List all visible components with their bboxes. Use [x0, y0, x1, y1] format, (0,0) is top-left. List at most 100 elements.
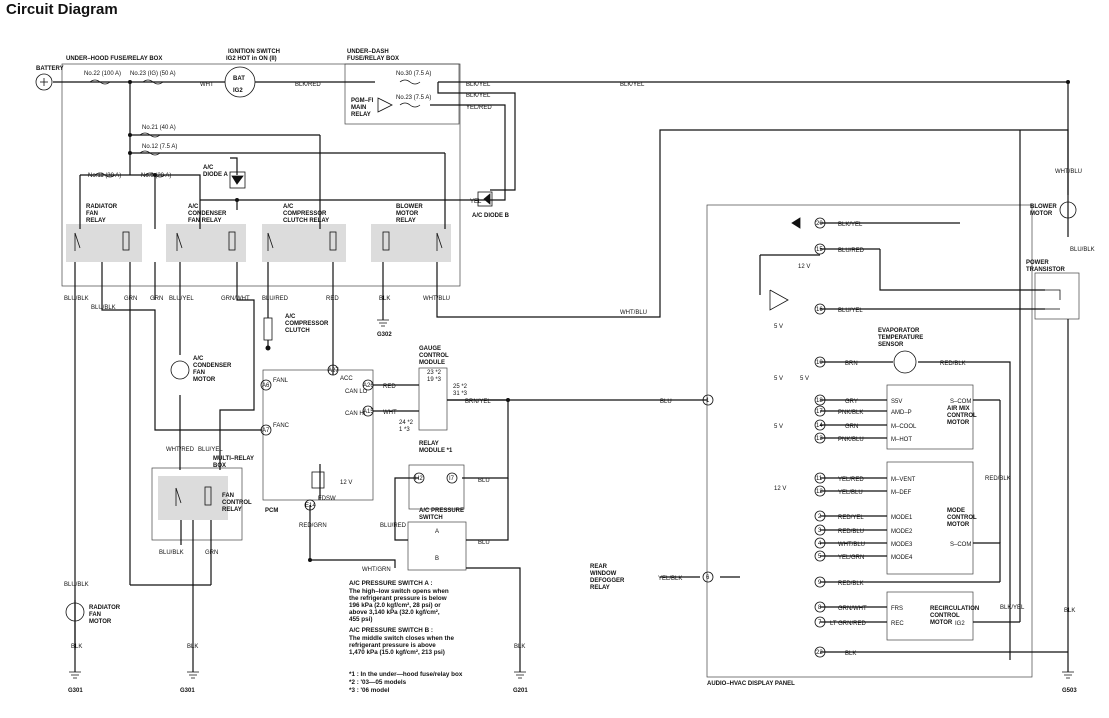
pin-label: 7	[818, 620, 822, 626]
wire-label: BLK	[379, 296, 390, 302]
component-label: FAN	[193, 370, 205, 376]
signal-label: S5V	[891, 399, 902, 405]
wire-label: BLU/RED	[838, 248, 865, 254]
component-label: BLOWER	[1030, 204, 1057, 210]
wire-label: RED/GRN	[299, 523, 327, 529]
ac-condenser-fan-relay-body	[166, 224, 246, 262]
note-a-line: The high–low switch opens when	[349, 588, 449, 595]
ground-label: G201	[513, 688, 528, 694]
wire-label: BLU/YEL	[198, 447, 223, 453]
fuse-label: No.11 (30 A)	[88, 173, 121, 179]
pin-label: 5	[818, 554, 822, 560]
signal-label: MODE3	[891, 542, 913, 548]
component-label: A/C	[283, 204, 294, 210]
pin-label: A7	[262, 428, 270, 434]
under-hood-fuse-relay-box-outline	[61, 63, 461, 287]
wires-top	[53, 81, 1069, 229]
wire-label: BLK/YEL	[838, 222, 863, 228]
wire-label: RED	[383, 384, 396, 390]
component-label: PCM	[265, 508, 278, 514]
component-label: A/C	[193, 356, 204, 362]
signal-label: M–COOL	[891, 424, 917, 430]
wire-label: LT GRN/RED	[830, 621, 866, 627]
component-label: BOX	[213, 463, 226, 469]
wire-label: BLU	[660, 399, 672, 405]
pin-label: 16	[816, 307, 823, 313]
mode-control-motor-box	[886, 461, 974, 575]
blower-motor-symbol	[1059, 201, 1077, 219]
radiator-fan-motor-symbol	[65, 602, 85, 622]
component-label: MODULE *1	[419, 448, 453, 454]
component-label: CONDENSER	[193, 363, 232, 369]
component-label: A/C	[203, 165, 214, 171]
junction-dots	[128, 80, 1070, 562]
component-label: POWER	[1026, 260, 1049, 266]
signal-label: 5 V	[774, 376, 783, 382]
component-label: REAR	[590, 564, 608, 570]
wire-label: WHT/GRN	[362, 567, 391, 573]
component-label: COMPRESSOR	[283, 211, 327, 217]
wire-label: BRN/YEL	[465, 399, 491, 405]
wire-label: BLK/YEL	[1000, 605, 1025, 611]
component-label: BLOWER	[396, 204, 423, 210]
wire-label: BLK/RED	[295, 82, 321, 88]
fuse-label: No.23 (7.5 A)	[396, 95, 431, 101]
component-label: IGNITION SWITCH	[228, 49, 280, 55]
component-label: IG2	[233, 88, 243, 94]
relay-coils	[122, 231, 390, 506]
pin-label: 17	[816, 409, 823, 415]
component-label: MOTOR	[947, 420, 970, 426]
component-label: IG2 HOT in ON (II)	[226, 56, 277, 62]
component-label: COMPRESSOR	[285, 321, 329, 327]
wire-label: WHT	[383, 410, 397, 416]
component-label: AUDIO–HVAC DISPLAY PANEL	[707, 681, 795, 687]
pin-label: 13	[816, 436, 823, 442]
wires-hvac-panel	[660, 130, 1069, 672]
pin-label: A6	[262, 383, 270, 389]
pin-label: 2	[818, 514, 822, 520]
pin-label: 14	[816, 423, 823, 429]
wire-label: WHT/RED	[166, 447, 195, 453]
component-label: EVAPORATOR	[878, 328, 920, 334]
ground-label: G503	[1062, 688, 1077, 694]
component-label: AIR MIX	[947, 406, 970, 412]
wire-label: BLU	[478, 540, 490, 546]
wire-label: YEL	[470, 199, 482, 205]
pin-label: 9	[818, 580, 822, 586]
ground-label: G301	[180, 688, 195, 694]
component-label: A/C PRESSURE	[419, 508, 464, 514]
pin-label: 10	[816, 360, 823, 366]
component-label: CONTROL	[222, 500, 252, 506]
signal-label: FDSW	[318, 496, 336, 502]
component-label: MOTOR	[396, 211, 419, 217]
component-label: RELAY	[222, 507, 242, 513]
ac-pressure-switch-box	[407, 521, 467, 571]
ignition-switch-symbol	[224, 66, 256, 98]
pin-label: 11	[816, 476, 823, 482]
pin-label: 20	[816, 221, 823, 227]
fuse-label: No.9 (20 A)	[141, 173, 171, 179]
relay-switches	[74, 232, 443, 506]
ac-diode-a-symbol	[229, 171, 246, 189]
component-symbols	[35, 66, 1077, 622]
fuse-label: No.22 (100 A)	[84, 71, 121, 77]
component-label: TRANSISTOR	[1026, 267, 1066, 273]
fan-control-relay-body	[158, 476, 228, 520]
recirculation-control-motor-box	[886, 591, 974, 641]
wire-label: WHT/BLU	[1055, 169, 1082, 175]
signal-label: CAN HI	[345, 411, 366, 417]
component-label: MODULE	[419, 360, 445, 366]
power-transistor-box	[1034, 272, 1080, 320]
footnote: *1 : In the under—hood fuse/relay box	[349, 671, 463, 678]
component-label: MOTOR	[193, 377, 216, 383]
wire-label: GRN	[205, 550, 218, 556]
wire-label: BLK	[187, 644, 198, 650]
battery-symbol	[35, 73, 53, 91]
component-label: RELAY	[590, 585, 610, 591]
pin-label: I7	[449, 476, 455, 482]
wire-label: PNK/BLK	[838, 410, 863, 416]
component-label: FAN	[89, 612, 101, 618]
wire-label: RED/BLK	[985, 476, 1011, 482]
